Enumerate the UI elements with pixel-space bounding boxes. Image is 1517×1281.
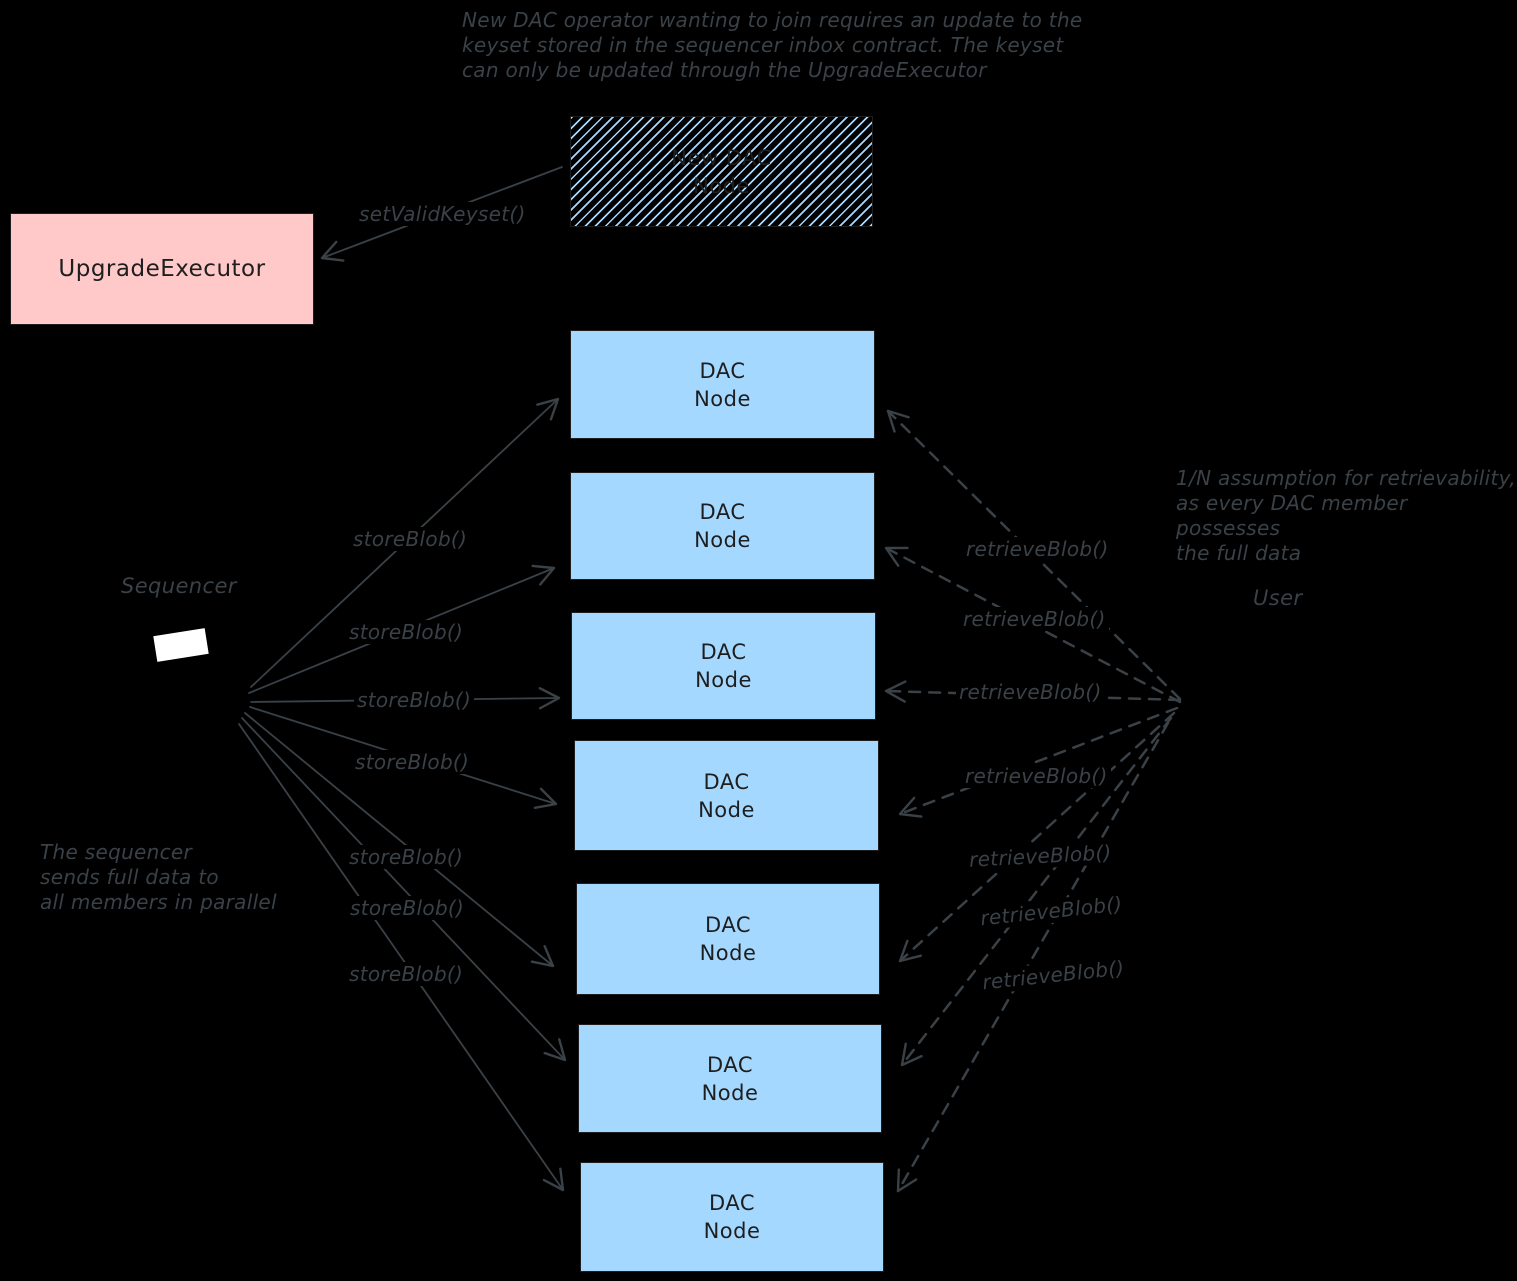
retrieve-blob-arrow bbox=[898, 711, 1176, 963]
upgrade-executor-label: UpgradeExecutor bbox=[58, 256, 266, 282]
dac-node-box: DAC Node bbox=[570, 472, 875, 580]
dac-node-box: DAC Node bbox=[578, 1024, 882, 1133]
store-blob-label: storeBlob() bbox=[346, 845, 467, 869]
sequencer-note: The sequencer sends full data to all mem… bbox=[40, 840, 277, 914]
dac-node-label: DAC Node bbox=[698, 769, 755, 822]
dac-node-label: DAC Node bbox=[695, 640, 752, 692]
dac-node-box: DAC Node bbox=[576, 883, 880, 995]
top-note: New DAC operator wanting to join require… bbox=[462, 8, 1083, 82]
store-blob-label: storeBlob() bbox=[350, 527, 471, 551]
retrieve-blob-arrow bbox=[896, 721, 1170, 1193]
retrieve-blob-label: retrieveBlob() bbox=[962, 764, 1111, 788]
new-dac-node-label: New DAC Node bbox=[671, 145, 772, 198]
sequencer-label: Sequencer bbox=[121, 574, 237, 598]
dac-node-label: DAC Node bbox=[699, 913, 757, 965]
store-blob-label: storeBlob() bbox=[352, 750, 473, 774]
dac-node-box: DAC Node bbox=[571, 612, 876, 720]
store-blob-label: storeBlob() bbox=[346, 620, 467, 644]
retrievability-note: 1/N assumption for retrievability, as ev… bbox=[1176, 466, 1516, 565]
user-label: User bbox=[1253, 586, 1303, 610]
store-blob-arrow bbox=[244, 712, 555, 968]
retrieve-blob-arrow bbox=[898, 706, 1179, 818]
dac-node-box: DAC Node bbox=[574, 740, 879, 851]
store-blob-label: storeBlob() bbox=[346, 962, 467, 986]
store-blob-label: storeBlob() bbox=[354, 688, 475, 712]
dac-node-box: DAC Node bbox=[580, 1162, 884, 1272]
set-valid-keyset-label: setValidKeyset() bbox=[356, 202, 529, 226]
dac-node-label: DAC Node bbox=[694, 500, 751, 552]
dac-node-box: DAC Node bbox=[570, 330, 875, 439]
retrieve-blob-label: retrieveBlob() bbox=[963, 537, 1112, 561]
upgrade-executor-box: UpgradeExecutor bbox=[10, 213, 314, 325]
retrieve-blob-label: retrieveBlob() bbox=[960, 607, 1109, 631]
retrieve-blob-label: retrieveBlob() bbox=[956, 680, 1105, 704]
dac-node-label: DAC Node bbox=[703, 1191, 761, 1243]
retrieve-blob-arrow bbox=[900, 716, 1173, 1067]
store-blob-arrow bbox=[241, 717, 567, 1062]
store-blob-arrow bbox=[238, 723, 565, 1192]
dac-node-label: DAC Node bbox=[694, 358, 751, 411]
new-dac-node-box: New DAC Node bbox=[570, 116, 873, 227]
dac-node-label: DAC Node bbox=[701, 1052, 759, 1105]
store-blob-label: storeBlob() bbox=[347, 896, 468, 920]
